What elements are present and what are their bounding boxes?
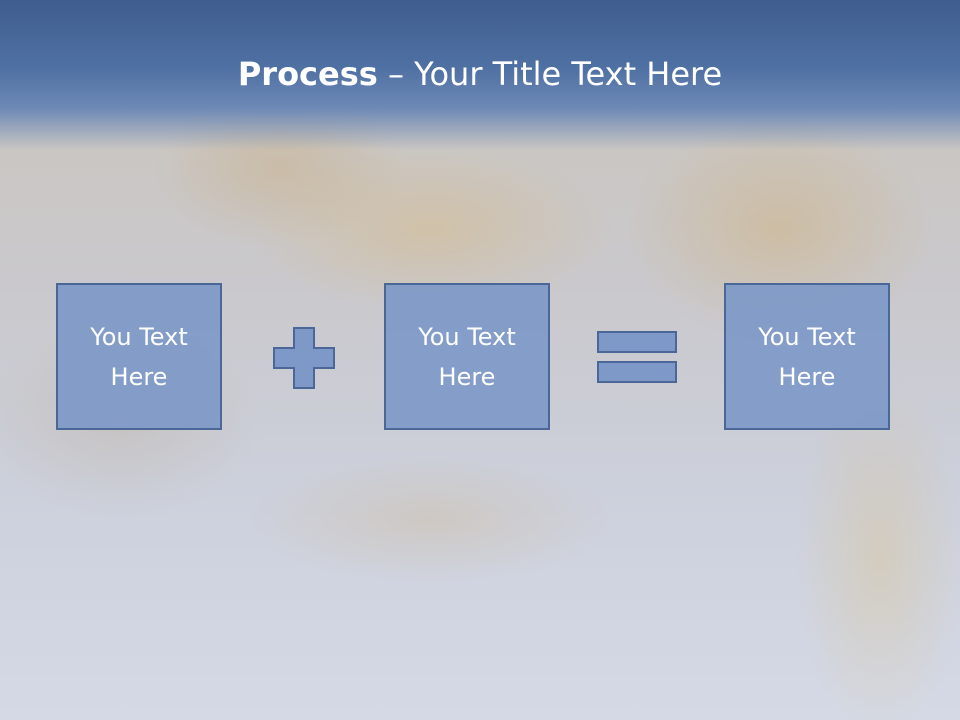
process-box-3-text: You Text Here (758, 322, 856, 391)
equals-icon (597, 331, 677, 383)
process-box-1-text: You Text Here (90, 322, 188, 391)
plus-icon (273, 327, 335, 389)
process-box-1[interactable]: You Text Here (56, 283, 222, 430)
process-box-3[interactable]: You Text Here (724, 283, 890, 430)
process-box-2[interactable]: You Text Here (384, 283, 550, 430)
process-box-2-text: You Text Here (418, 322, 516, 391)
title-band (0, 0, 960, 150)
title-rest: – Your Title Text Here (377, 55, 723, 93)
title-bold: Process (237, 55, 378, 93)
slide-title: Process – Your Title Text Here (0, 52, 960, 96)
